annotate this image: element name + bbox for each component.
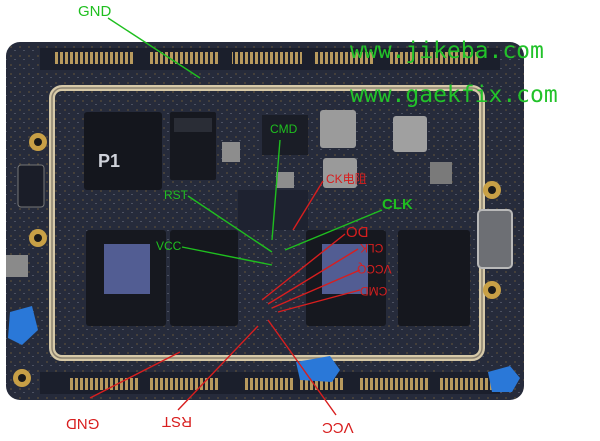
label-rst-green: RST — [164, 188, 188, 202]
sim-slot — [477, 209, 513, 269]
inductor-2 — [393, 116, 427, 152]
label-vcc-green: VCC — [156, 239, 182, 253]
cpu-chip — [84, 112, 162, 190]
label-vcc-red: VCC — [322, 419, 354, 436]
top-connector-4 — [315, 52, 375, 64]
top-connector-2 — [150, 52, 220, 64]
watermark-url-1: www.jikeba.com — [350, 38, 544, 64]
bottom-connector-1 — [70, 378, 140, 390]
bottom-connector-2 — [150, 378, 220, 390]
red-callout-lines — [89, 180, 361, 416]
bottom-connector-5 — [360, 378, 430, 390]
label-vccq-red: VCCQ — [357, 262, 392, 276]
label-clk-green: CLK — [382, 196, 413, 213]
bottom-connector-3 — [245, 378, 295, 390]
label-cmd-green: CMD — [270, 122, 298, 136]
label-clk-red: CLK — [360, 241, 384, 255]
top-connector-3 — [232, 52, 302, 64]
label-do-red: DO — [346, 223, 369, 240]
watermark-url-2: www.gaekfix.com — [350, 82, 558, 108]
inductor-3 — [323, 158, 357, 188]
side-switch — [6, 255, 28, 277]
blue-tape-left — [8, 306, 38, 345]
top-connector-5 — [390, 52, 480, 64]
inductor-1 — [320, 110, 356, 148]
cpu-mark: P1 — [98, 151, 121, 171]
label-gnd-red: GND — [66, 415, 100, 432]
chip-4 — [398, 230, 470, 326]
top-connector-1 — [55, 52, 135, 64]
green-callout-lines — [107, 17, 383, 266]
label-gnd-green: GND — [78, 3, 112, 20]
blue-tape-right — [488, 366, 520, 392]
label-rst-red: RST — [162, 413, 192, 430]
bottom-connector-6 — [440, 378, 495, 390]
label-ck-resistor: CK电阻 — [326, 172, 367, 186]
chip-2 — [170, 230, 238, 326]
label-cmd-red: CMD — [360, 284, 388, 298]
